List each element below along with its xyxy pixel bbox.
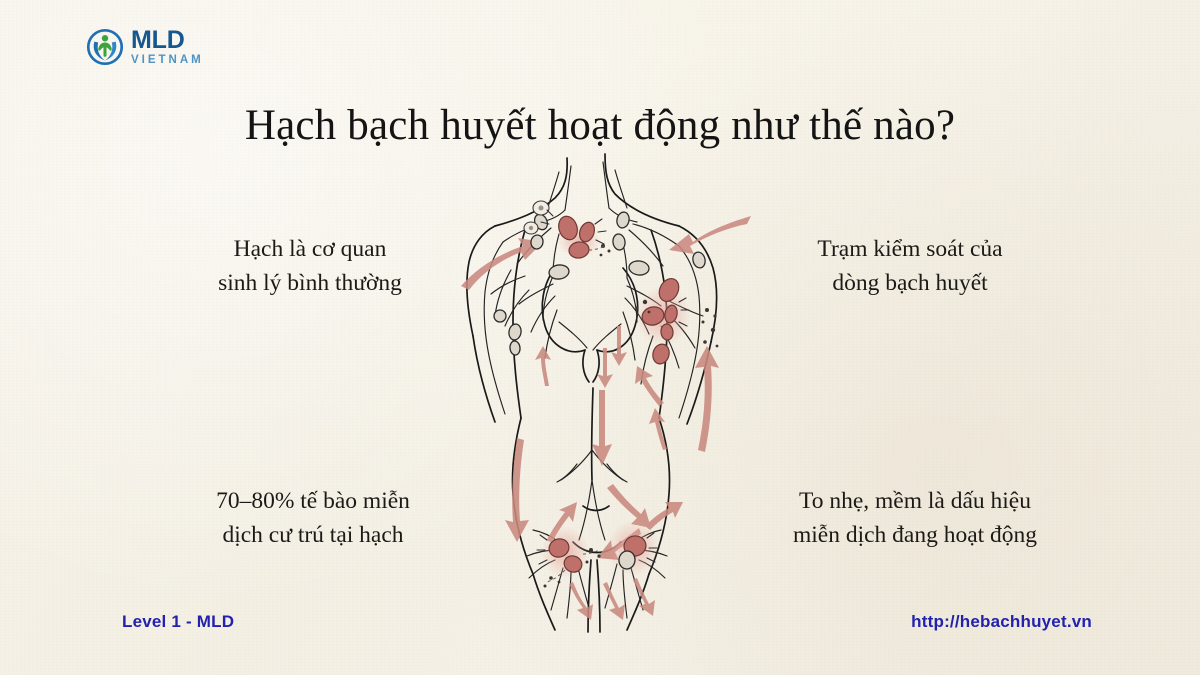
caption-bottom-right: To nhẹ, mềm là dấu hiệu miễn dịch đang h… (792, 488, 1038, 549)
footer-website-link[interactable]: http://hebachhuyet.vn (911, 612, 1092, 631)
brand-logo[interactable]: MLD VIETNAM (86, 28, 204, 67)
logo-sub-text: VIETNAM (131, 54, 204, 66)
caption-top-left: Hạch là cơ quan sinh lý bình thường (218, 236, 402, 297)
caption-bottom-left: 70–80% tế bào miễn dịch cư trú tại hạch (216, 488, 410, 549)
logo-main-text: MLD (131, 26, 185, 54)
page-title: Hạch bạch huyết hoạt động như thế nào? (244, 101, 956, 149)
logo-wordmark: MLD VIETNAM (131, 28, 204, 67)
mld-vietnam-logo-icon (86, 29, 124, 66)
caption-top-right: Trạm kiểm soát của dòng bạch huyết (817, 236, 1003, 297)
footer-level-label: Level 1 - MLD (122, 612, 235, 631)
lymphatic-system-torso-diagram (455, 150, 755, 635)
